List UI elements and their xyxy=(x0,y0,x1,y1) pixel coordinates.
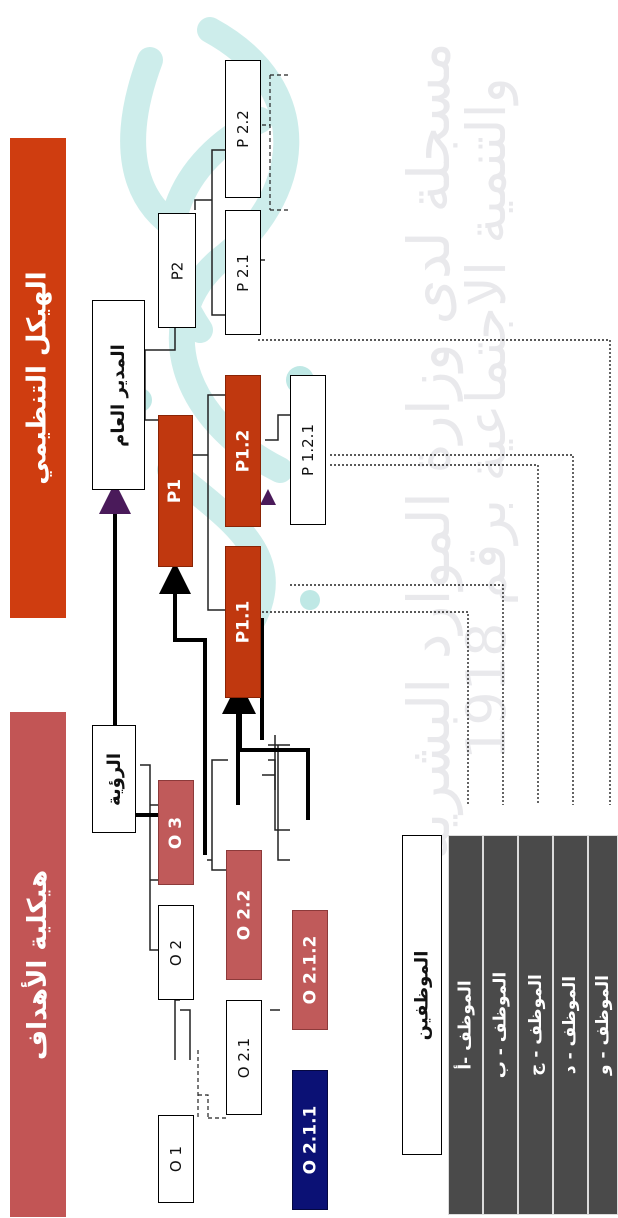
employee-a: الموظف -أ xyxy=(448,835,483,1215)
org-structure-title: الهيكل التنظيمي xyxy=(10,138,66,618)
objective-o2-2: O 2.2 xyxy=(226,850,262,980)
objectives-structure-title: هيكلية الأهداف xyxy=(10,712,66,1217)
objective-o2-1-1: O 2.1.1 xyxy=(292,1070,328,1210)
objective-o2: O 2 xyxy=(158,905,194,1000)
objective-o3: O 3 xyxy=(158,780,194,885)
employees-header: الموظفين xyxy=(402,835,442,1155)
org-p2: P2 xyxy=(158,213,196,328)
employee-e: الموظف - و xyxy=(588,835,618,1215)
org-p1-2: P1.2 xyxy=(225,375,261,527)
employee-c: الموظف - ج xyxy=(518,835,553,1215)
org-general-manager: المدير العام xyxy=(92,300,145,490)
employee-b: الموظف - ب xyxy=(483,835,518,1215)
objective-o1: O 1 xyxy=(158,1115,194,1203)
org-p1-2-1: P 1.2.1 xyxy=(290,375,326,525)
employee-d: الموظف - د xyxy=(553,835,588,1215)
org-p1: P1 xyxy=(158,415,193,567)
objective-vision: الرؤية xyxy=(92,725,136,833)
objective-o2-1: O 2.1 xyxy=(226,1000,262,1115)
org-p1-1: P1.1 xyxy=(225,546,261,698)
org-p2-2: P 2.2 xyxy=(225,60,261,198)
objective-o2-1-2: O 2.1.2 xyxy=(292,910,328,1030)
org-p2-1: P 2.1 xyxy=(225,210,261,335)
